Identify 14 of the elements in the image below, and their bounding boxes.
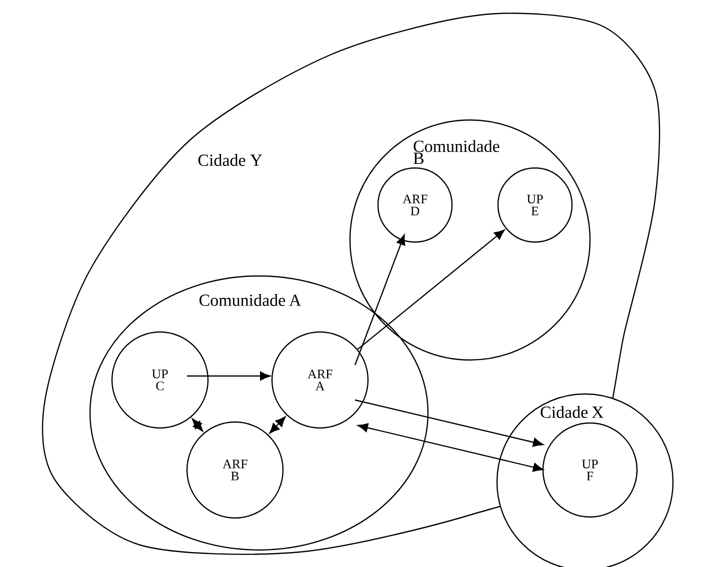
arrow (354, 399, 544, 447)
arrow (192, 418, 204, 432)
circle-node: ARF B (186, 421, 284, 519)
circle-node: UP C (111, 331, 209, 429)
circle-node: UP E (497, 167, 573, 243)
arrow (187, 372, 270, 380)
arrow (354, 234, 406, 366)
circle-node: UP F (542, 422, 638, 518)
arrow (357, 230, 505, 350)
node-label: Cidade X (540, 406, 604, 418)
circle-node: ARF D (377, 167, 453, 243)
circle-node: ARF A (271, 331, 369, 429)
arrow (358, 423, 544, 472)
arrow (269, 416, 286, 434)
